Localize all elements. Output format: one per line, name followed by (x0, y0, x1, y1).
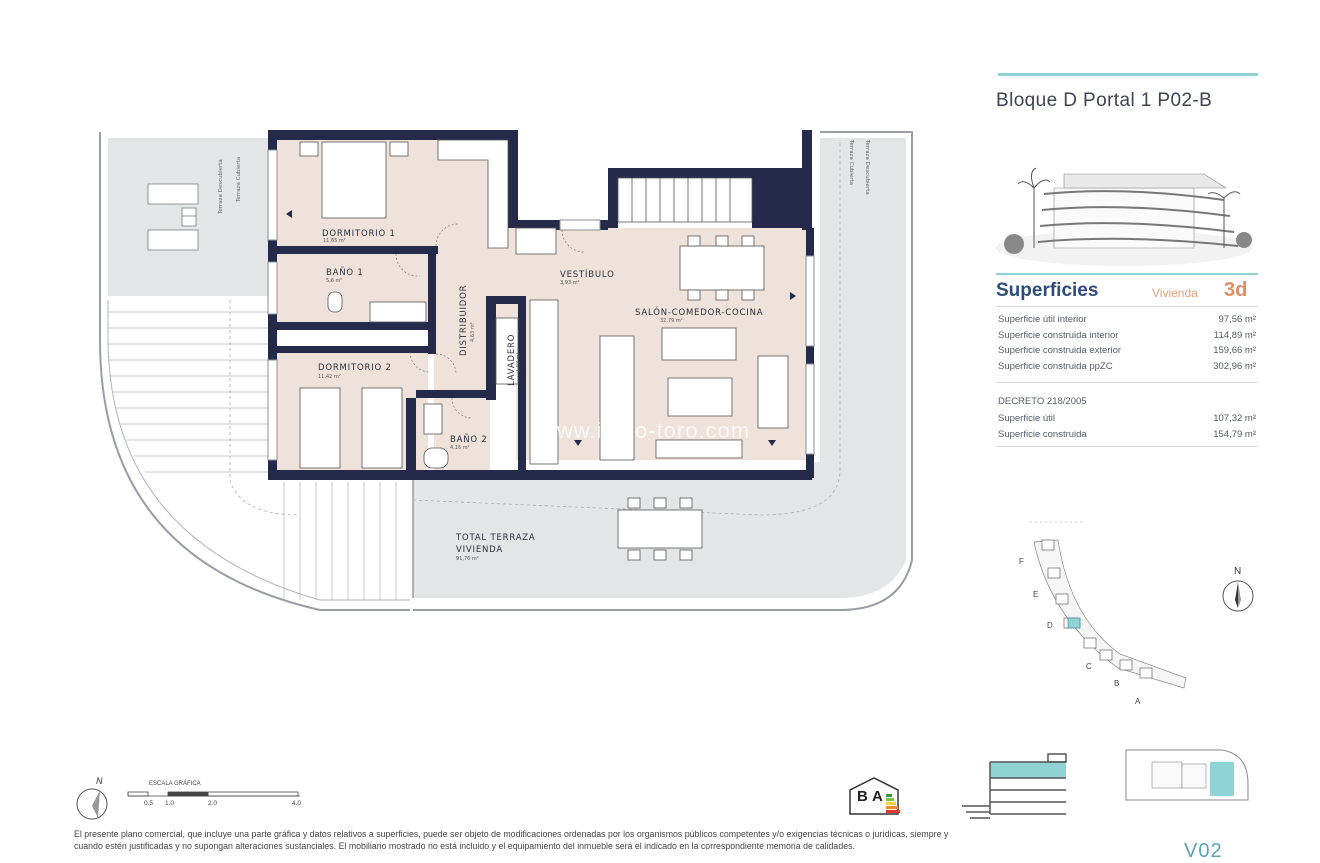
scale-tick-2: 2.0 (208, 800, 218, 807)
room-bano-2-label: BAÑO 2 (450, 434, 488, 445)
block-label-f: F (1019, 557, 1024, 566)
north-label-right: N (1234, 566, 1242, 577)
room-lavadero-area: 1,97 m² (516, 352, 522, 372)
terrace-bottom (413, 138, 906, 598)
room-bano-1-area: 5,6 m² (326, 278, 342, 284)
scale-tick-4: 4.0 (292, 800, 302, 807)
vivienda-label: Vivienda (1152, 286, 1198, 300)
outdoor-dining-table (617, 497, 703, 561)
accent-line-mid (996, 273, 1258, 275)
view-arrows (286, 210, 796, 446)
divider (996, 382, 1258, 383)
room-lavadero-label: LAVADERO (507, 334, 517, 386)
block-label-c: C (1086, 662, 1092, 671)
sun-loungers (147, 183, 199, 251)
room-salon-label: SALÓN-COMEDOR-COCINA (635, 306, 763, 318)
north-compass-icon (76, 788, 108, 820)
scale-title: ESCALA GRÁFICA (149, 781, 201, 787)
superficie-label: Superficie construida ppZC (998, 361, 1113, 372)
decreto-label: Superficie construida (998, 429, 1087, 440)
room-vestibulo-area: 3,93 m² (560, 280, 580, 286)
legal-disclaimer: El presente plano comercial, que incluye… (74, 829, 949, 851)
decreto-row: Superficie útil 107,32 m² (998, 413, 1256, 424)
divider (996, 306, 1258, 307)
room-dormitorio-1-label: DORMITORIO 1 (322, 229, 396, 239)
superficie-row: Superficie construida interior 114,89 m² (998, 330, 1256, 341)
block-label-b: B (1114, 679, 1120, 688)
label-right-terrace-uncovered: Terraza Descubierta (864, 139, 870, 195)
superficie-row: Superficie construida ppZC 302,96 m² (998, 361, 1256, 372)
staircase (617, 177, 753, 223)
terrace-total-label-1: TOTAL TERRAZA (455, 533, 536, 543)
decreto-title: DECRETO 218/2005 (998, 396, 1087, 407)
block-label-a: A (1135, 697, 1141, 706)
room-dormitorio-2-area: 11,42 m² (318, 374, 341, 380)
terrace-total-area: 91,76 m² (456, 556, 479, 562)
superficie-row: Superficie útil interior 97,56 m² (998, 314, 1256, 325)
room-dormitorio-1-area: 11,65 m² (323, 238, 346, 244)
north-label-left: N (96, 776, 103, 786)
superficies-title: Superficies (996, 280, 1099, 301)
energy-rating-badge (849, 777, 900, 815)
room-distribuidor-label: DISTRIBUIDOR (459, 285, 469, 356)
superficie-value: 159,66 m² (1213, 345, 1256, 356)
energy-label-b: B (857, 788, 868, 805)
sheet-code: V02 (1184, 840, 1223, 862)
scale-tick-05: 0.5 (144, 800, 154, 807)
label-left-terrace-covered: Terraza Cubierta (236, 157, 242, 203)
superficie-label: Superficie construida exterior (998, 345, 1122, 356)
scale-bar (127, 791, 300, 797)
block-label-d: D (1047, 621, 1053, 630)
decreto-row: Superficie construida 154,79 m² (998, 429, 1256, 440)
decreto-value: 154,79 m² (1213, 429, 1256, 440)
terrace-total-label-2: VIVIENDA (456, 545, 503, 555)
furniture (299, 141, 789, 469)
block-label-e: E (1033, 590, 1039, 599)
superficie-label: Superficie útil interior (998, 314, 1087, 325)
mini-floor-plan (1125, 749, 1249, 801)
label-left-terrace-uncovered: Terraza Descubierta (218, 159, 224, 215)
room-bano-1-label: BAÑO 1 (326, 267, 364, 278)
room-bano-2-area: 4,16 m² (450, 445, 470, 451)
superficie-value: 114,89 m² (1213, 330, 1256, 341)
room-dormitorio-2-label: DORMITORIO 2 (318, 363, 392, 373)
building-section (962, 753, 1067, 819)
energy-label-a: A (872, 788, 883, 805)
room-distribuidor-area: 4,63 m² (470, 322, 476, 342)
terrace-left-covered (108, 311, 397, 600)
superficie-row: Superficie construida exterior 159,66 m² (998, 345, 1256, 356)
superficie-label: Superficie construida interior (998, 330, 1119, 341)
building-illustration (996, 167, 1252, 266)
superficie-value: 302,96 m² (1213, 361, 1256, 372)
terrace-outline (99, 132, 410, 611)
decreto-label: Superficie útil (998, 413, 1056, 424)
accent-line-top (998, 73, 1258, 76)
floor-plan: DORMITORIO 1 11,65 m² BAÑO 1 5,6 m² DORM… (76, 130, 913, 820)
watermark: www.inmo-toro.com (540, 418, 751, 443)
decreto-value: 107,32 m² (1213, 413, 1256, 424)
room-salon-area: 32,79 m² (660, 318, 683, 324)
divider (996, 446, 1258, 447)
scale-tick-1: 1.0 (165, 800, 175, 807)
superficie-value: 97,56 m² (1218, 314, 1257, 325)
room-vestibulo-label: VESTÍBULO (560, 268, 615, 280)
page-title: Bloque D Portal 1 P02-B (996, 90, 1213, 111)
site-map (1030, 521, 1187, 689)
label-right-terrace-covered: Terraza Cubierta (848, 139, 854, 185)
north-compass-icon (1222, 580, 1254, 612)
vivienda-number: 3d (1224, 279, 1248, 301)
